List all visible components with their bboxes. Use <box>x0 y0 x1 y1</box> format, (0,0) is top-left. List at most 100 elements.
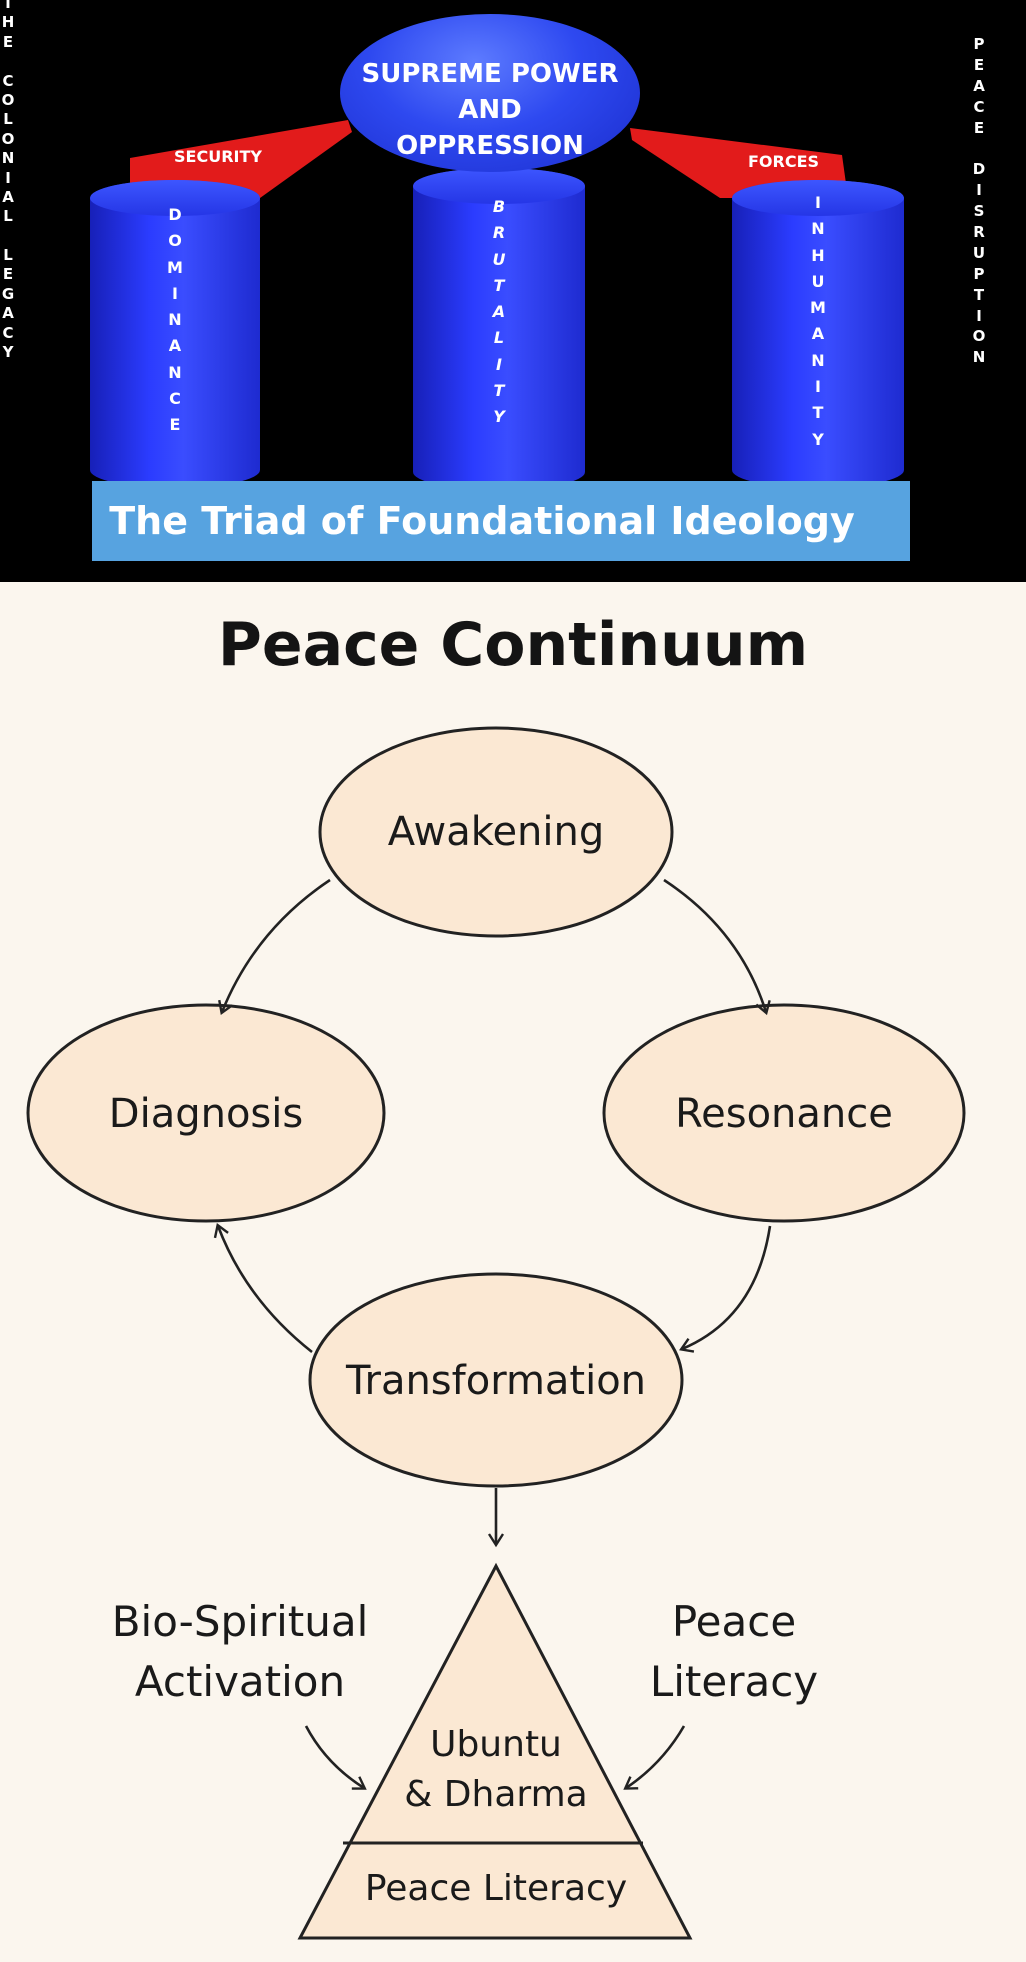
left-vertical-letter: T <box>2 0 14 12</box>
right-vertical-letter: U <box>972 243 986 262</box>
left-vertical-letter: L <box>3 207 13 226</box>
pillar-inhumanity-letter: U <box>811 271 825 291</box>
pillar-brutality-letter: I <box>496 354 502 374</box>
pillar-dominance-letter: N <box>168 362 182 382</box>
continuum-title: Peace Continuum <box>217 610 809 680</box>
cap-text: SUPREME POWER AND OPPRESSION <box>340 56 640 164</box>
pillar-brutality-letter: A <box>492 302 506 322</box>
left-vertical-letter: C <box>2 323 14 342</box>
pillar-brutality-letter: B <box>492 197 506 216</box>
triangle-top-line-2: & Dharma <box>404 1774 588 1815</box>
pillar-inhumanity-letter: T <box>812 403 824 423</box>
pillar-brutality-letter: Y <box>493 407 505 427</box>
cap-line-3: OPPRESSION <box>396 131 584 161</box>
right-vertical-letter: N <box>972 348 986 367</box>
left-vertical-letter: C <box>2 71 14 90</box>
triangle-shape <box>297 1562 693 1940</box>
pillar-dominance-letter: A <box>168 336 182 356</box>
pillar-dominance-letter: I <box>172 283 178 303</box>
left-vertical-letter: O <box>1 90 15 109</box>
cap-line-1: SUPREME POWER <box>361 59 619 89</box>
band-right-label: FORCES <box>748 152 820 171</box>
left-vertical-letter: H <box>1 13 15 32</box>
pillar-inhumanity-letter: N <box>811 219 825 239</box>
right-vertical-letter: S <box>973 202 985 221</box>
pillar-dominance-letter: E <box>169 415 181 435</box>
triangle-top-line-1: Ubuntu <box>430 1724 562 1765</box>
left-vertical-letter: I <box>5 168 11 187</box>
right-vertical-letter: P <box>973 35 985 53</box>
pillar-inhumanity-letter: H <box>811 245 825 265</box>
right-vertical-letter: A <box>973 76 985 95</box>
pillar-inhumanity-letter: Y <box>812 429 824 449</box>
cap-ellipse <box>340 14 640 172</box>
right-vertical-letter: I <box>976 306 982 325</box>
right-vertical-letter: O <box>972 327 986 346</box>
left-vertical-letter: Y <box>2 343 14 362</box>
left-vertical-letter: A <box>2 187 14 206</box>
arrow-awakening-diagnosis <box>218 878 331 1016</box>
band-left <box>130 120 352 198</box>
triangle-top-label: Ubuntu & Dharma <box>376 1720 616 1820</box>
right-vertical-letter: R <box>973 223 985 242</box>
right-vertical-letter: D <box>972 160 986 179</box>
pillar-inhumanity-letter: N <box>811 350 825 370</box>
right-vertical-letter: I <box>976 181 982 200</box>
left-vertical-letter: L <box>3 110 13 129</box>
cap-line-2: AND <box>458 95 522 125</box>
pillar-inhumanity-letter: I <box>815 377 821 397</box>
arrow-left-into-triangle <box>304 1725 367 1790</box>
pillar-inhumanity-letter: I <box>815 193 821 212</box>
pillar-brutality-letter: U <box>492 249 506 269</box>
left-vertical-letter: L <box>3 246 13 265</box>
bio-spiritual-line-1: Bio-Spiritual <box>111 1597 369 1646</box>
pillar-inhumanity-letter: M <box>810 298 826 318</box>
pillar-dominance-letter: O <box>168 231 182 251</box>
node-resonance-shape <box>602 1003 966 1223</box>
right-vertical-letter: P <box>973 264 985 283</box>
left-vertical-letter: E <box>2 32 14 51</box>
base-slab <box>92 481 910 561</box>
pillar-dominance-letter: N <box>168 310 182 330</box>
right-vertical-letter: E <box>973 118 985 137</box>
right-vertical-letter: C <box>973 97 985 116</box>
right-vertical-letter: T <box>973 285 985 304</box>
peace-literacy-side-label: Peace Literacy <box>594 1592 874 1712</box>
pillar-brutality-letter: L <box>493 328 505 348</box>
triangle-bottom-label: Peace Literacy <box>364 1868 628 1909</box>
left-vertical-letter: N <box>1 149 15 168</box>
pillar-inhumanity-letter: A <box>811 324 825 344</box>
pillar-brutality-letter: T <box>493 381 505 401</box>
peace-literacy-line-2: Literacy <box>649 1657 819 1706</box>
bio-spiritual-label: Bio-Spiritual Activation <box>70 1592 410 1712</box>
node-resonance: Resonance <box>675 1091 893 1137</box>
right-vertical-letter: E <box>973 55 985 74</box>
band-left-label: SECURITY <box>174 147 262 166</box>
arrow-resonance-transformation <box>679 1225 772 1353</box>
node-awakening-shape <box>318 726 674 938</box>
base-label: The Triad of Foundational Ideology <box>109 499 855 543</box>
node-awakening: Awakening <box>387 809 605 855</box>
pillar-brutality-letter: R <box>492 223 506 243</box>
node-transformation-shape <box>308 1272 684 1488</box>
arrow-transformation-diagnosis <box>213 1222 313 1354</box>
node-diagnosis: Diagnosis <box>108 1091 304 1137</box>
node-diagnosis-shape <box>26 1003 386 1223</box>
node-transformation: Transformation <box>345 1358 647 1404</box>
pillar-dominance-letter: D <box>168 205 182 224</box>
left-vertical-letter: O <box>1 129 15 148</box>
pillar-dominance-letter: C <box>169 389 181 409</box>
arrow-awakening-resonance <box>663 878 771 1016</box>
pillar-dominance-letter: M <box>167 257 183 277</box>
left-vertical-letter: A <box>2 304 14 323</box>
bio-spiritual-line-2: Activation <box>134 1657 346 1706</box>
